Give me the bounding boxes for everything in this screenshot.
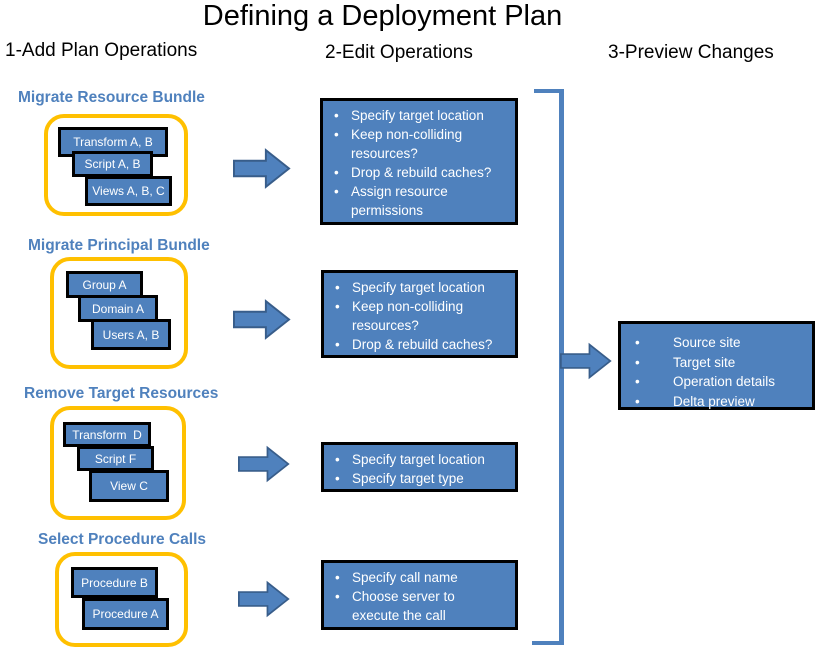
bullet-item: Specify call name [334,568,480,587]
bullet-item: Drop & rebuild caches? [333,163,509,182]
group-heading-migrate-principal-bundle: Migrate Principal Bundle [28,237,210,254]
bullet-item: Specify target type [334,469,509,488]
bullet-list: Specify target location Keep non-collidi… [323,101,515,220]
edit-box-migrate-resource-bundle: Specify target location Keep non-collidi… [320,98,518,225]
column-header-add-plan-operations: 1-Add Plan Operations [5,40,198,61]
node-box: Script F [77,446,154,471]
bullet-item: Operation details [633,372,808,392]
node-box: Script A, B [72,151,153,177]
preview-changes-box: Source site Target site Operation detail… [618,321,815,411]
bullet-list: Specify target location Keep non-collidi… [324,273,515,354]
group-frame-migrate-principal-bundle [50,257,188,369]
arrow-right-icon [233,147,291,190]
node-box: Group A [66,271,143,298]
node-box: Views A, B, C [85,176,172,206]
node-box: View C [89,470,169,502]
bullet-list: Specify call name Choose server to execu… [324,563,515,625]
edit-box-select-procedure-calls: Specify call name Choose server to execu… [321,560,518,630]
edit-box-migrate-principal-bundle: Specify target location Keep non-collidi… [321,270,518,358]
group-heading-select-procedure-calls: Select Procedure Calls [38,531,206,548]
group-heading-migrate-resource-bundle: Migrate Resource Bundle [18,89,205,106]
bullet-item: Keep non-colliding resources? [334,297,509,335]
bullet-item: Choose server to execute the call [334,587,480,625]
bullet-item: Drop & rebuild caches? [334,335,509,354]
bullet-item: Delta preview [633,392,808,412]
arrow-right-icon [233,298,291,341]
bullet-item: Target site [633,353,808,373]
edit-box-remove-target-resources: Specify target location Specify target t… [321,442,518,492]
bullet-list: Specify target location Specify target t… [324,445,515,488]
group-frame-remove-target-resources [50,406,186,520]
bullet-item: Keep non-colliding resources? [333,125,509,163]
bullet-item: Specify target location [334,278,509,297]
diagram-title: Defining a Deployment Plan [202,0,563,32]
bracket-bottom-segment [532,641,564,645]
node-box: Procedure B [71,567,158,598]
arrow-right-icon [560,340,612,382]
node-box: Domain A [78,295,158,322]
column-header-edit-operations: 2-Edit Operations [325,42,473,63]
column-header-preview-changes: 3-Preview Changes [608,42,774,63]
bullet-item: Source site [633,333,808,353]
bullet-item: Specify target location [333,106,509,125]
node-box: Transform D [63,422,151,447]
bracket-top-segment [534,89,564,93]
group-frame-migrate-resource-bundle [44,114,188,216]
node-box: Users A, B [91,319,171,350]
node-box: Procedure A [82,598,169,630]
arrow-right-icon [238,578,290,620]
bullet-item: Specify target location [334,450,509,469]
arrow-right-icon [238,443,290,485]
bullet-item: Assign resource permissions [333,182,509,220]
group-heading-remove-target-resources: Remove Target Resources [24,385,219,402]
group-frame-select-procedure-calls [55,552,188,647]
bullet-list: Source site Target site Operation detail… [621,324,812,411]
